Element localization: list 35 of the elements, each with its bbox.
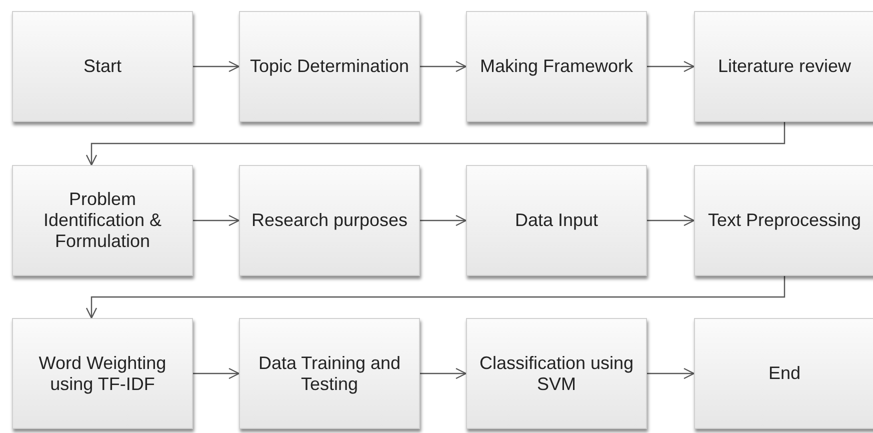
process-box [12,318,193,429]
process-box [239,318,420,429]
process-box [694,318,873,429]
step-label: Problem Identification & Formulation [42,189,163,252]
arrow [193,214,240,226]
step-label: Research purposes [250,210,409,231]
process-box [239,11,420,122]
step-label: Making Framework [478,56,634,77]
process-box [694,165,873,276]
arrow [420,214,467,226]
process-box [239,165,420,276]
step-label: Data Input [514,210,600,231]
step-label: Word Weighting using TF-IDF [38,352,168,394]
process-box [466,318,647,429]
arrow [647,214,695,226]
step-label: Start [82,56,122,77]
arrow [420,368,467,380]
arrow [193,368,240,380]
arrow [420,60,467,72]
arrow [193,60,240,72]
arrow [86,122,786,166]
step-label: Literature review [716,56,852,77]
process-box [694,11,873,122]
arrow [647,60,695,72]
step-label: Classification using SVM [478,352,635,394]
step-label: Topic Determination [248,56,410,77]
arrow [647,368,695,380]
step-label: Data Training and Testing [257,352,402,394]
step-label: End [767,363,802,384]
process-box [466,165,647,276]
process-box [466,11,647,122]
arrow [86,276,786,319]
process-box [12,11,193,122]
process-box [12,165,193,276]
step-label: Text Preprocessing [706,210,862,231]
